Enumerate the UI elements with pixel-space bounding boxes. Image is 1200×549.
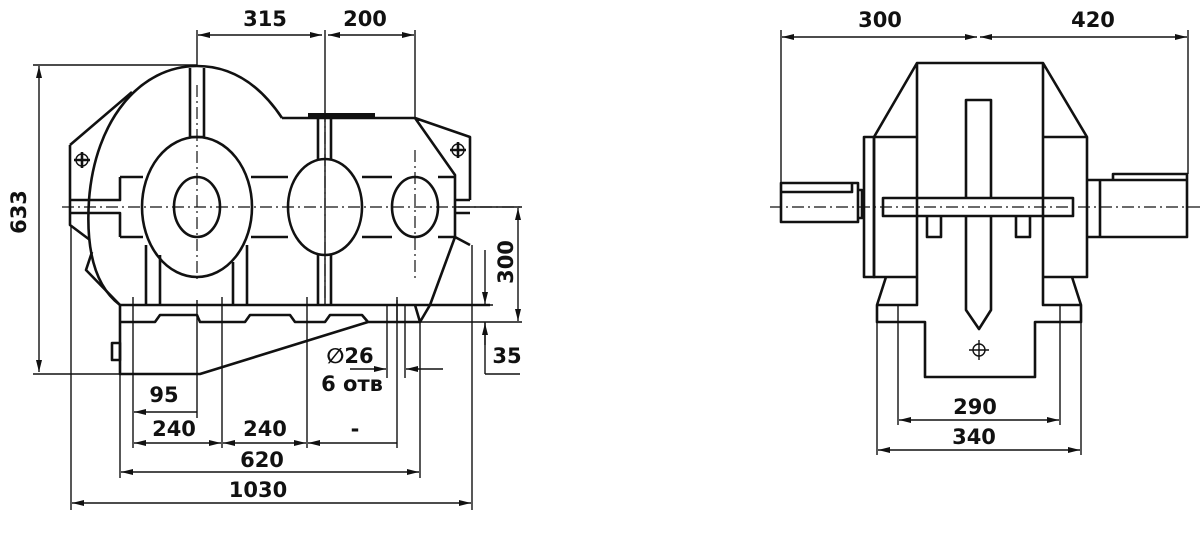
wheel-hubs [925, 216, 1032, 239]
dim-1030: 1030 [229, 478, 287, 502]
lug-left-icon [75, 153, 89, 167]
dim-hole-count: 6 отв [321, 372, 383, 396]
dim-35: 35 [492, 344, 521, 368]
dipstick [964, 98, 993, 331]
dim-300: 300 [494, 240, 518, 284]
dim-95: 95 [149, 383, 178, 407]
centerlines [62, 85, 522, 300]
dim-240a: 240 [152, 417, 196, 441]
housing-outline [87, 64, 284, 307]
center-mark-icon [969, 340, 989, 360]
dim-340: 340 [952, 425, 996, 449]
dim-200: 200 [343, 7, 387, 31]
lifting-lug-marks [74, 142, 466, 168]
side-view: 300 420 290 340 [770, 8, 1200, 455]
side-housing [872, 61, 1089, 379]
dim-pitch-3: - [351, 417, 360, 441]
dim-290: 290 [953, 395, 997, 419]
inspection-cover [308, 113, 375, 119]
hole-lines [386, 297, 406, 378]
extension-lines [33, 30, 522, 510]
housing-flange [70, 175, 470, 239]
side-extension-lines [780, 30, 1189, 455]
dim-240b: 240 [243, 417, 287, 441]
dim-side-300: 300 [858, 8, 902, 32]
housing-top [282, 116, 472, 323]
lug-right-icon [451, 143, 465, 157]
drain-plug [110, 341, 122, 362]
dim-633: 633 [7, 190, 31, 234]
dim-hole-diameter: ∅26 [326, 344, 373, 368]
dim-620: 620 [240, 448, 284, 472]
dim-315: 315 [243, 7, 287, 31]
front-view: 315 200 633 300 35 ∅26 6 отв 95 240 240 … [7, 7, 522, 510]
right-shaft [1087, 172, 1189, 239]
base [118, 303, 490, 376]
left-shaft [779, 181, 864, 224]
dim-420: 420 [1071, 8, 1115, 32]
left-ear [68, 91, 133, 306]
